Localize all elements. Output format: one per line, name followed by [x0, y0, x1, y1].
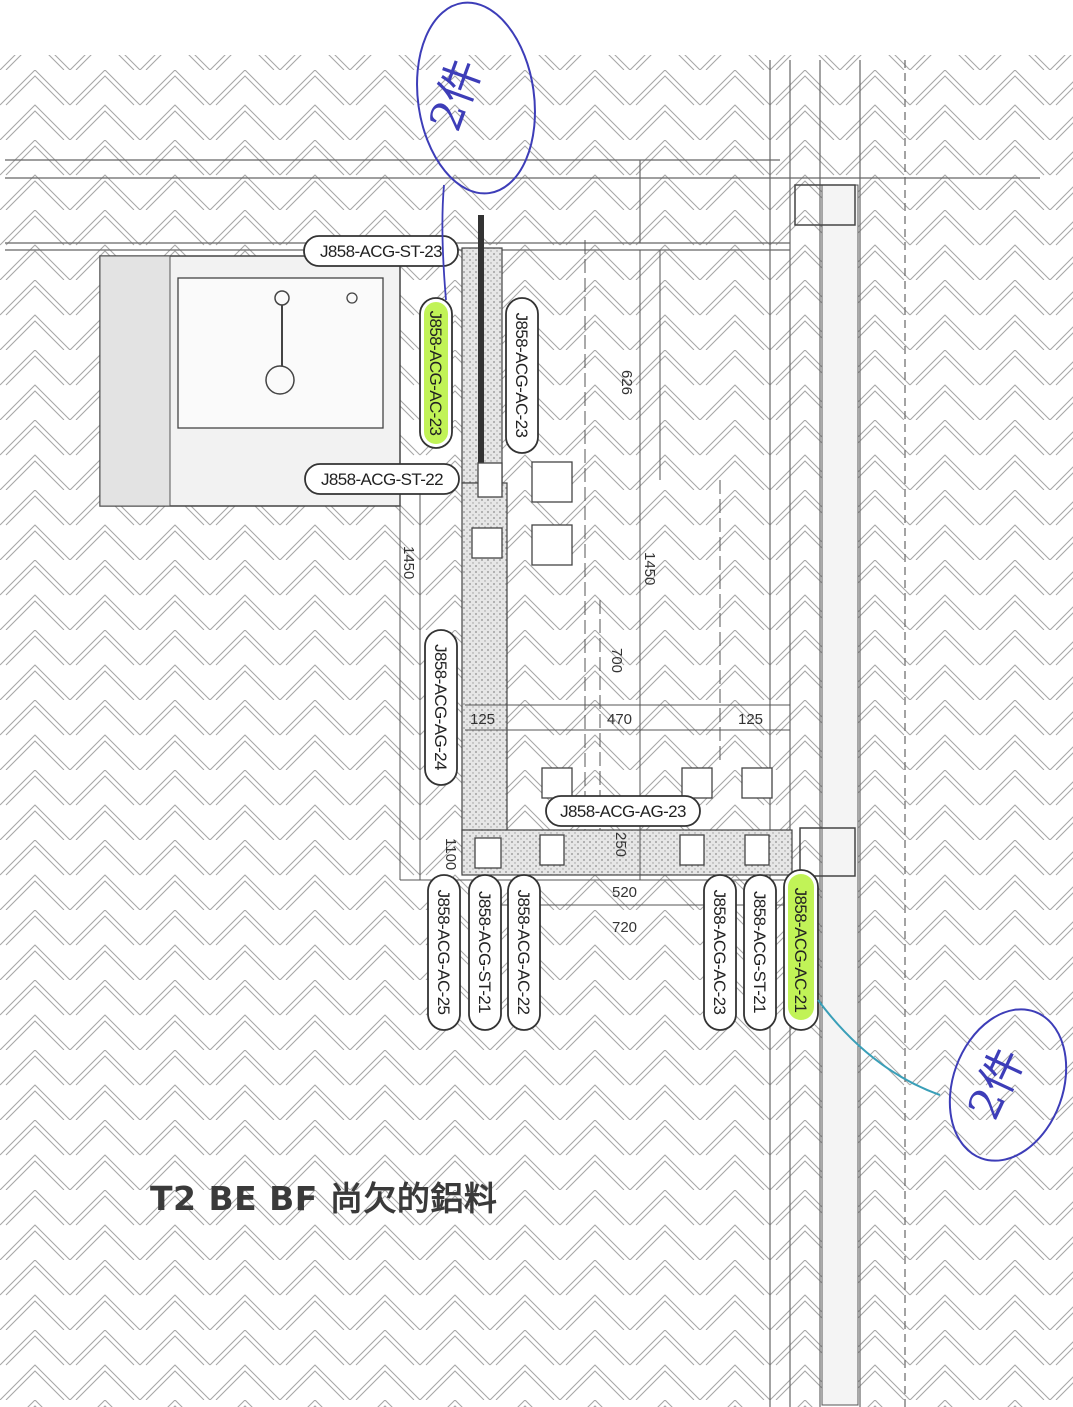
tag-ac-25-label: J858-ACG-AC-25 — [434, 890, 453, 1015]
tag-ac-21-label: J858-ACG-AC-21 — [791, 888, 810, 1013]
tag-ag-23: J858-ACG-AG-23 — [545, 795, 701, 827]
dim-470: 470 — [607, 711, 632, 728]
tag-st-22-label: J858-ACG-ST-22 — [321, 470, 443, 489]
dim-1450-left: 1450 — [400, 546, 417, 579]
tag-ac-21-highlighted: J858-ACG-AC-21 — [783, 869, 819, 1031]
tag-ac-23-bottom-label: J858-ACG-AC-23 — [710, 890, 729, 1015]
dim-125-right: 125 — [738, 711, 763, 728]
tag-ac-25: J858-ACG-AC-25 — [427, 874, 461, 1031]
tag-st-21-left-label: J858-ACG-ST-21 — [475, 891, 494, 1013]
mullion-column — [794, 184, 859, 1406]
tag-ac-23-right: J858-ACG-AC-23 — [505, 297, 539, 454]
dim-1100: 1100 — [442, 838, 459, 870]
dim-125-left: 125 — [470, 711, 495, 728]
dim-700: 700 — [608, 648, 625, 673]
dim-520: 520 — [612, 884, 637, 901]
tag-ac-23-left-highlighted: J858-ACG-AC-23 — [419, 297, 453, 449]
tag-st-21-right-label: J858-ACG-ST-21 — [750, 891, 769, 1013]
caption-title: T2 BE BF 尚欠的鋁料 — [150, 1179, 498, 1218]
dim-626: 626 — [618, 370, 635, 395]
tag-st-21-right: J858-ACG-ST-21 — [743, 874, 777, 1031]
brackets — [471, 461, 773, 869]
tag-ac-23-bottom: J858-ACG-AC-23 — [703, 874, 737, 1031]
tag-ac-23-right-label: J858-ACG-AC-23 — [512, 313, 531, 438]
tag-st-23: J858-ACG-ST-23 — [303, 235, 459, 267]
tag-ac-22-label: J858-ACG-AC-22 — [514, 890, 533, 1015]
tag-ag-24: J858-ACG-AG-24 — [424, 629, 458, 786]
tag-st-21-left: J858-ACG-ST-21 — [468, 874, 502, 1031]
tag-ac-23-left-label: J858-ACG-AC-23 — [426, 311, 445, 436]
tag-st-23-label: J858-ACG-ST-23 — [320, 242, 442, 261]
tag-ag-24-label: J858-ACG-AG-24 — [431, 644, 450, 770]
dim-720: 720 — [612, 919, 637, 936]
dimension-lines — [399, 240, 790, 906]
dim-250: 250 — [612, 832, 629, 857]
planter-box — [99, 255, 401, 507]
tag-st-22: J858-ACG-ST-22 — [304, 463, 460, 495]
dim-1450-right: 1450 — [641, 552, 658, 585]
tag-ag-23-label: J858-ACG-AG-23 — [560, 802, 686, 821]
tag-ac-22: J858-ACG-AC-22 — [507, 874, 541, 1031]
